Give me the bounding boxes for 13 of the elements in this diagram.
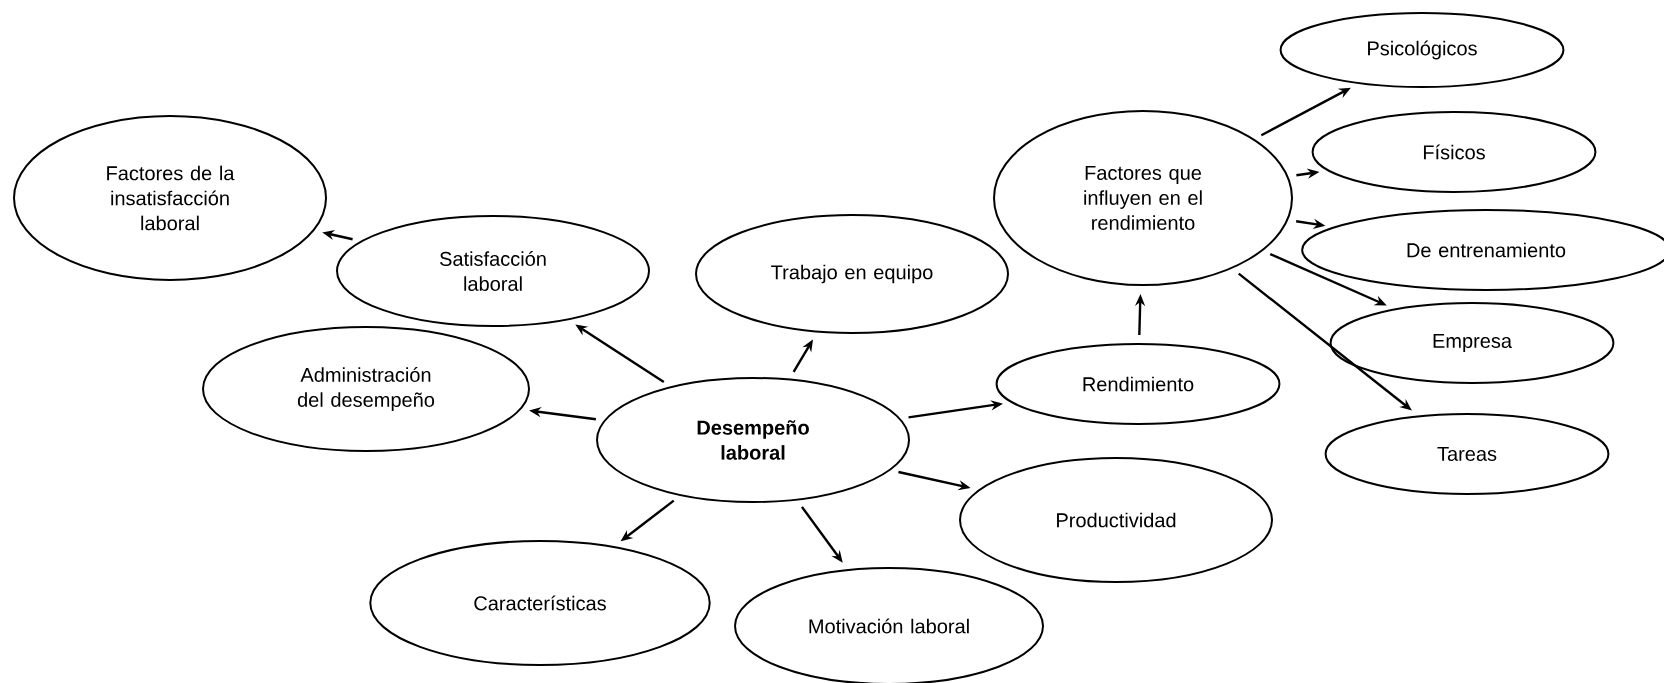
ellipse-node: Trabajo en equipo <box>695 214 1009 334</box>
ellipse-node: Características <box>369 540 711 666</box>
ellipse-node: Productividad <box>959 457 1273 583</box>
ellipse-node: Administración del desempeño <box>202 326 530 452</box>
ellipse-node: Factores que influyen en el rendimiento <box>993 110 1293 286</box>
ellipse-node: Factores de la insatisfacción laboral <box>13 115 327 281</box>
ellipse-node: Empresa <box>1329 302 1615 384</box>
ellipse-node: Físicos <box>1311 111 1597 193</box>
ellipse-node: Satisfacción laboral <box>336 215 650 327</box>
ellipse-node: Tareas <box>1324 413 1610 495</box>
ellipse-node: Psicológicos <box>1279 12 1565 88</box>
ellipse-node: Rendimiento <box>995 343 1281 425</box>
ellipse-node: Desempeño laboral <box>596 377 910 503</box>
